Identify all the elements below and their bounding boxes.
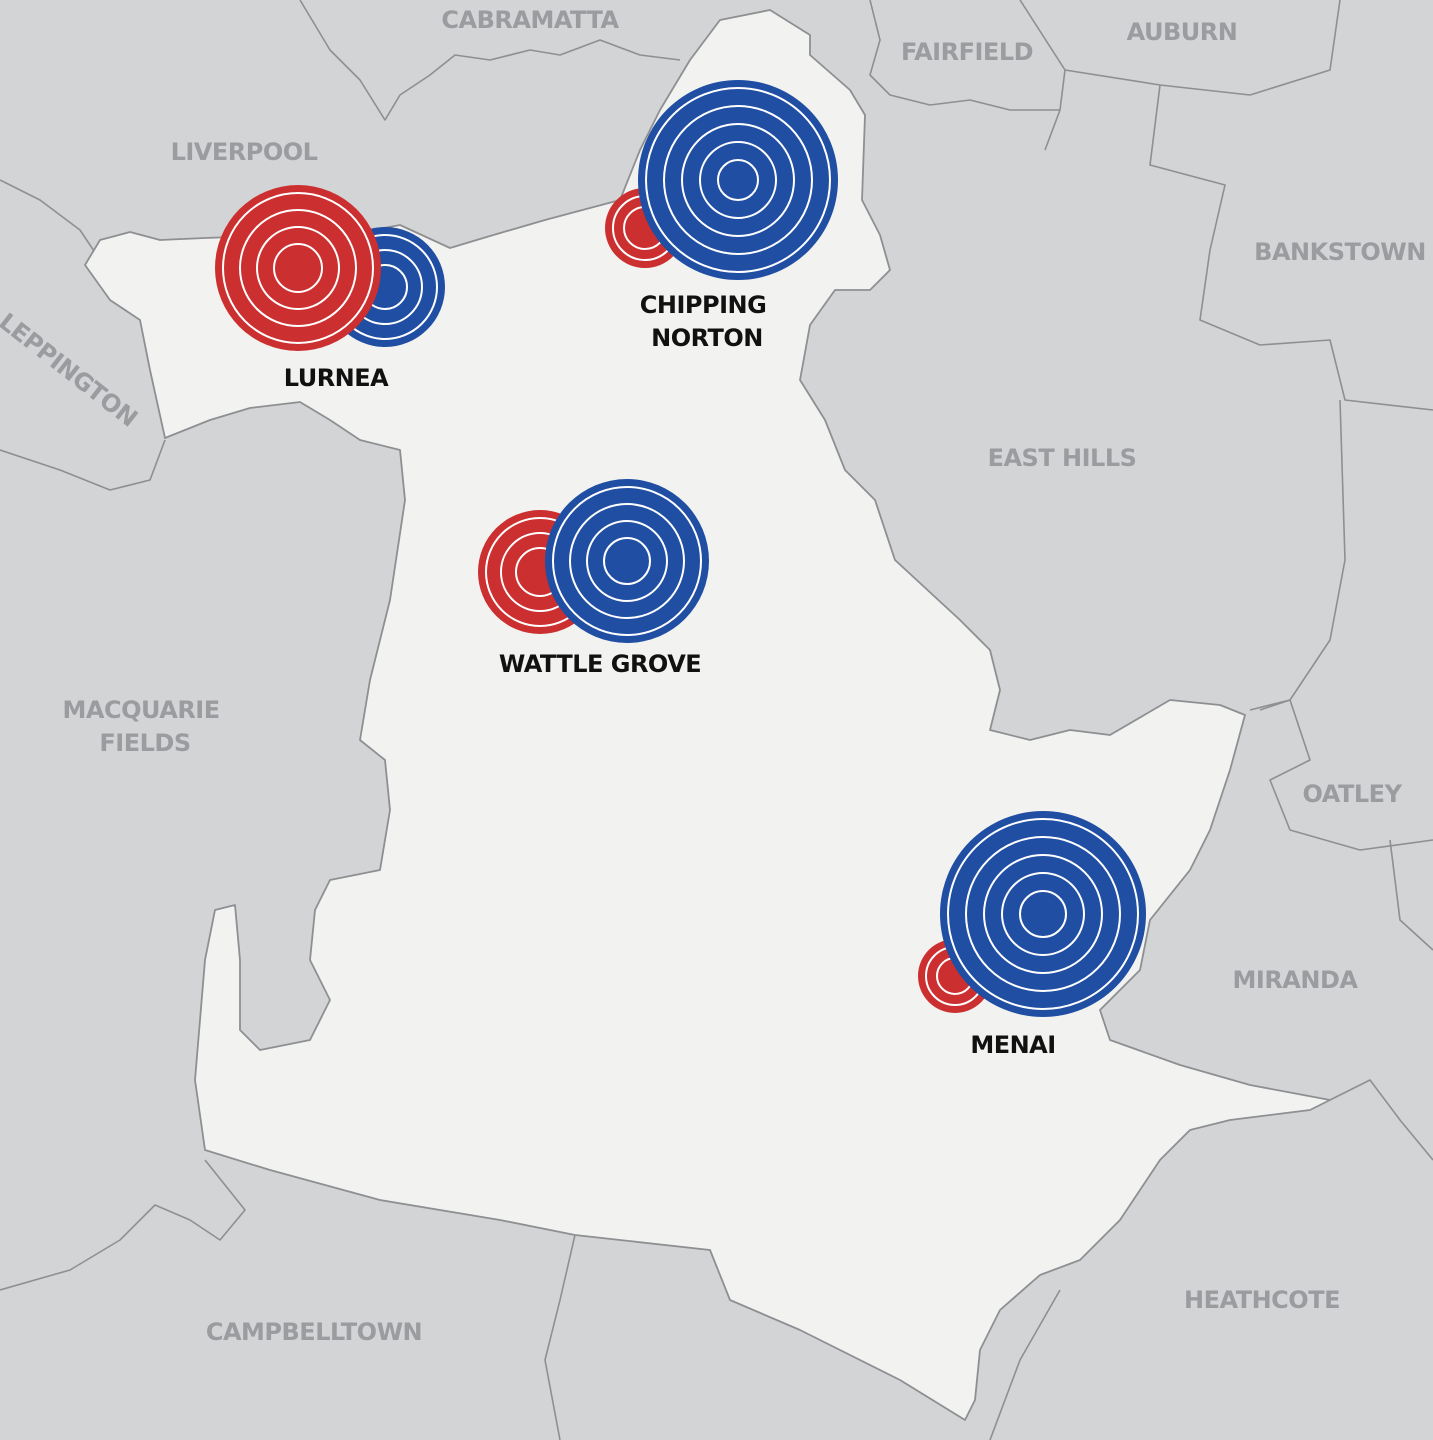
border-auburn-bankstown	[1064, 0, 1341, 96]
label-oatley: OATLEY	[1303, 780, 1403, 808]
label-cabramatta: CABRAMATTA	[441, 6, 619, 34]
marker-center	[1036, 907, 1050, 921]
border-campbelltown-south	[544, 1234, 576, 1440]
marker-ring	[947, 818, 1139, 1010]
label-auburn: AUBURN	[1127, 18, 1238, 46]
label-macquarie-fields: MACQUARIE FIELDS	[63, 696, 228, 757]
border-heathcote-south	[989, 1289, 1061, 1440]
border-macquarie-campbelltown	[0, 1159, 246, 1291]
marker-center	[620, 554, 634, 568]
marker-ring	[256, 226, 340, 310]
label-miranda: MIRANDA	[1233, 966, 1359, 994]
border-fairfield-auburn	[1019, 0, 1066, 151]
label-lurnea[interactable]: LURNEA	[284, 364, 390, 392]
marker-ring	[699, 141, 777, 219]
label-bankstown: BANKSTOWN	[1254, 238, 1426, 266]
label-wattle-grove[interactable]: WATTLE GROVE	[499, 650, 702, 678]
marker-ring	[273, 243, 323, 293]
label-fairfield: FAIRFIELD	[901, 38, 1033, 66]
marker-ring	[603, 537, 651, 585]
border-east-hills-bankstown	[1259, 399, 1346, 711]
border-cabramatta-liverpool	[299, 0, 681, 121]
label-east-hills: EAST HILLS	[988, 444, 1137, 472]
border-oatley-miranda	[1389, 839, 1433, 951]
district-area	[84, 9, 1331, 1421]
marker-ring	[983, 854, 1103, 974]
border-cabramatta-fairfield	[869, 0, 1060, 111]
label-heathcote: HEATHCOTE	[1184, 1286, 1340, 1314]
marker-ring	[717, 159, 759, 201]
menai-blue-large-marker[interactable]	[940, 811, 1146, 1017]
marker-ring	[645, 87, 831, 273]
marker-ring	[569, 503, 685, 619]
border-leppington-macquarie	[0, 439, 166, 491]
label-menai[interactable]: MENAI	[970, 1031, 1056, 1059]
border-liverpool-leppington	[0, 179, 101, 261]
place-markers	[215, 80, 1146, 1017]
border-oatley	[1249, 699, 1433, 851]
marker-ring	[1019, 890, 1067, 938]
marker-ring	[663, 105, 813, 255]
place-labels: LURNEA CHIPPING NORTON WATTLE GROVE MENA…	[284, 291, 1056, 1059]
marker-ring	[1001, 872, 1085, 956]
marker-ring	[222, 192, 374, 344]
marker-ring	[552, 486, 702, 636]
marker-center	[291, 261, 305, 275]
label-chipping-norton[interactable]: CHIPPING NORTON	[640, 291, 774, 352]
lurnea-red-large-marker[interactable]	[215, 185, 381, 351]
marker-center	[378, 280, 392, 294]
marker-ring	[965, 836, 1121, 992]
border-miranda-heathcote	[1329, 1079, 1433, 1161]
marker-ring	[681, 123, 795, 237]
marker-center	[731, 173, 745, 187]
marker-ring	[586, 520, 668, 602]
border-bankstown-west	[1149, 84, 1433, 411]
chipping-norton-blue-large-marker[interactable]	[638, 80, 838, 280]
label-liverpool: LIVERPOOL	[171, 138, 318, 166]
marker-ring	[239, 209, 357, 327]
label-campbelltown: CAMPBELLTOWN	[206, 1318, 422, 1346]
wattle-grove-blue-medium-marker[interactable]	[545, 479, 709, 643]
neighbour-labels: CABRAMATTA FAIRFIELD AUBURN LIVERPOOL BA…	[0, 6, 1426, 1346]
marker-center	[533, 565, 547, 579]
